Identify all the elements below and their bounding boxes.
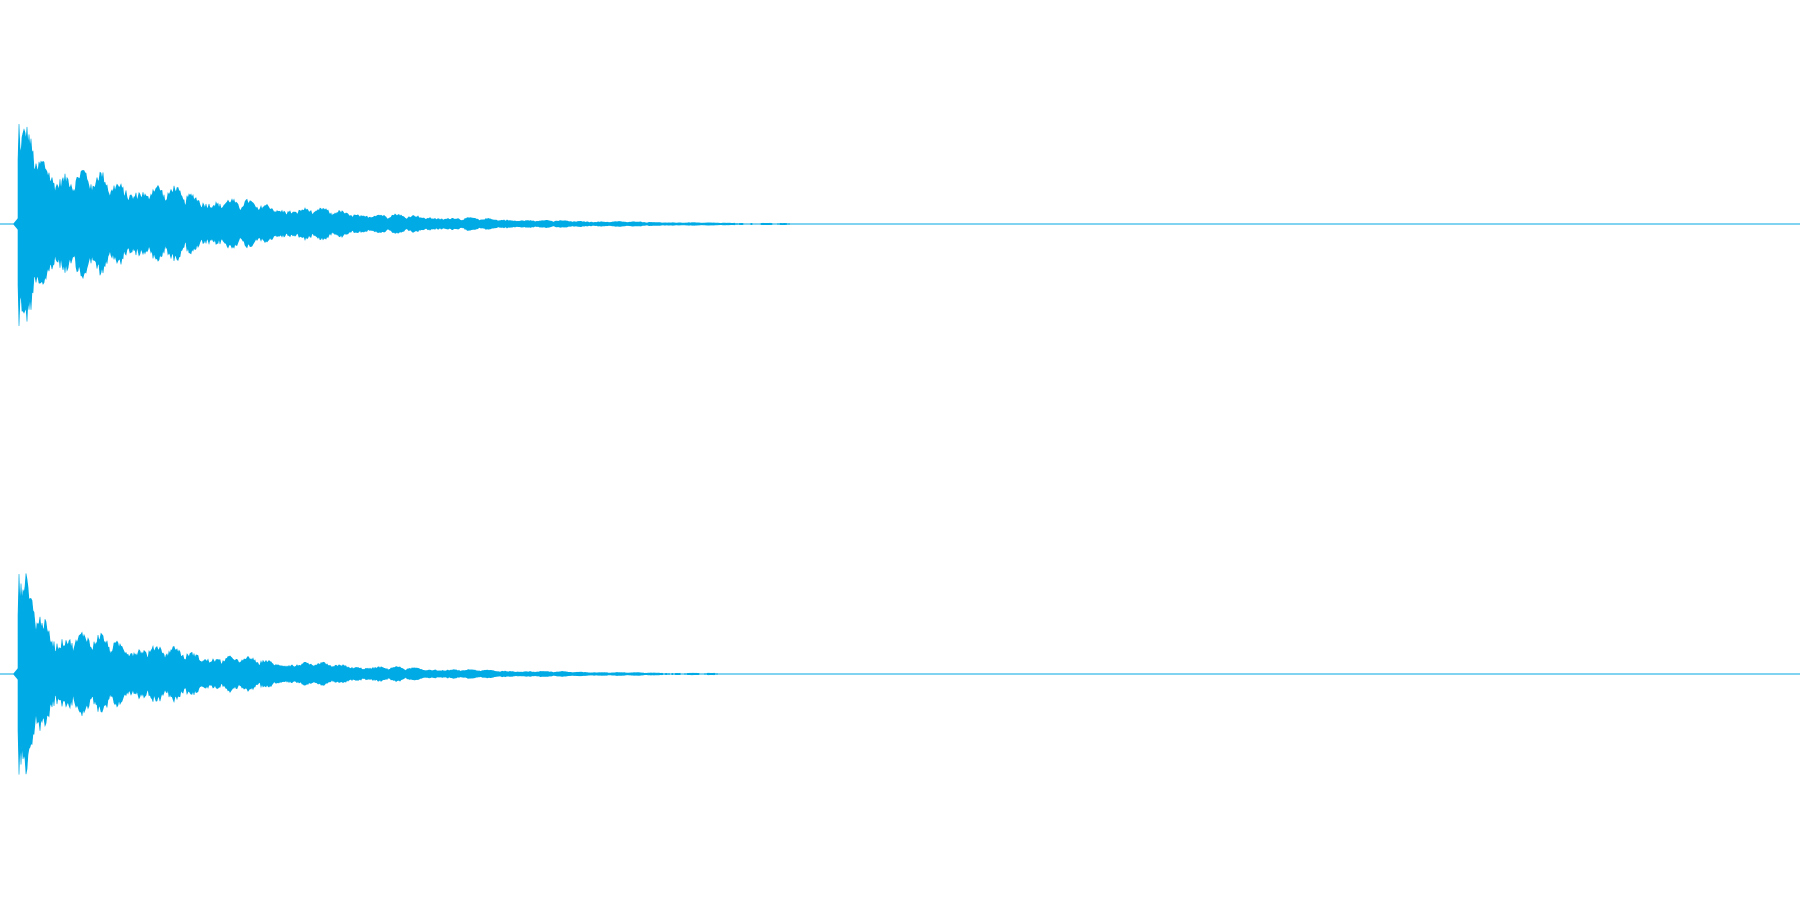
channel-start-marker [13, 218, 18, 230]
channel-left-waveform[interactable] [0, 123, 1800, 327]
channel-right-waveform[interactable] [0, 573, 1800, 775]
channel-waveform-shape [17, 123, 943, 327]
channel-waveform-shape [17, 573, 908, 775]
channel-start-marker [13, 668, 18, 680]
